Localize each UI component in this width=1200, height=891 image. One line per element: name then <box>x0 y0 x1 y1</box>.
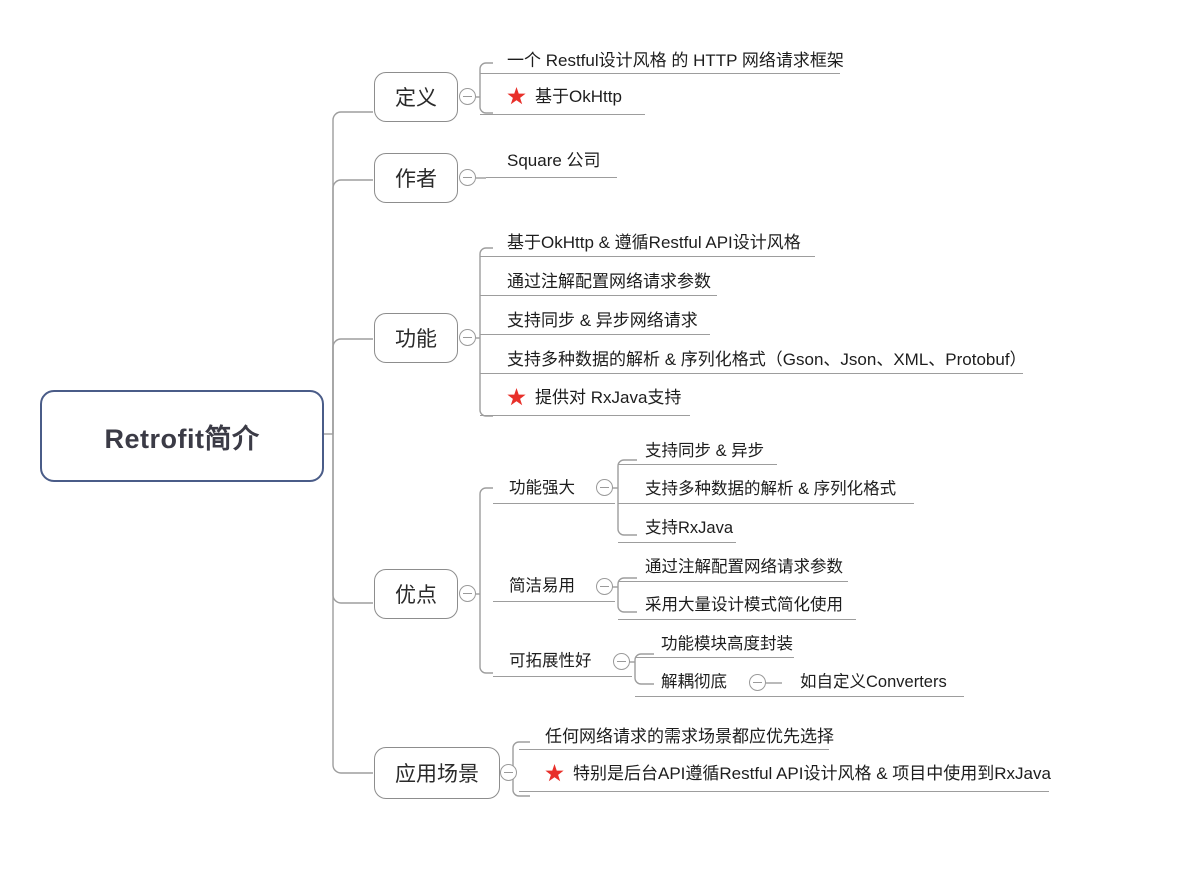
item-text: 功能模块高度封装 <box>661 635 793 653</box>
subnode-label[interactable]: 简洁易用 <box>509 578 575 595</box>
item-text: 特别是后台API遵循Restful API设计风格 & 项目中使用到RxJava <box>573 764 1051 783</box>
leaf-item[interactable]: 任何网络请求的需求场景都应优先选择 <box>545 728 834 745</box>
item-underline <box>635 696 830 698</box>
branch-node-definition[interactable]: 定义 <box>374 72 458 122</box>
item-text: 通过注解配置网络请求参数 <box>507 272 711 291</box>
branch-label: 作者 <box>395 168 437 191</box>
leaf-item[interactable]: 通过注解配置网络请求参数 <box>645 559 843 576</box>
item-underline <box>480 373 1023 375</box>
item-text: Square 公司 <box>507 151 601 170</box>
star-icon <box>545 764 564 782</box>
leaf-item[interactable]: 支持RxJava <box>645 520 733 537</box>
branch-node-author[interactable]: 作者 <box>374 153 458 203</box>
toggle-definition[interactable] <box>459 88 476 105</box>
item-text: 支持同步 & 异步网络请求 <box>507 311 698 330</box>
item-text: 基于OkHttp <box>535 87 622 106</box>
leaf-item[interactable]: 支持同步 & 异步网络请求 <box>507 312 698 329</box>
toggle-advantages[interactable] <box>459 585 476 602</box>
toggle-simple[interactable] <box>596 578 613 595</box>
subnode-underline <box>493 676 632 678</box>
item-underline <box>480 295 717 297</box>
leaf-item[interactable]: Square 公司 <box>507 152 601 169</box>
leaf-item[interactable]: 基于OkHttp <box>507 87 622 106</box>
item-underline <box>618 581 848 583</box>
leaf-item[interactable]: 功能模块高度封装 <box>661 636 793 653</box>
item-text: 基于OkHttp & 遵循Restful API设计风格 <box>507 233 801 252</box>
item-text: 支持RxJava <box>645 519 734 537</box>
subnode-underline <box>493 601 615 603</box>
item-text: 支持多种数据的解析 & 序列化格式（Gson、Json、XML、Protobuf… <box>507 350 1027 369</box>
leaf-item[interactable]: 支持同步 & 异步 <box>645 443 764 460</box>
toggle-usecase[interactable] <box>500 764 517 781</box>
subnode-text: 简洁易用 <box>509 577 575 595</box>
subnode-underline <box>493 503 615 505</box>
subnode-label[interactable]: 功能强大 <box>509 480 575 497</box>
item-underline <box>618 619 856 621</box>
star-icon <box>507 87 526 105</box>
toggle-decoupled[interactable] <box>749 674 766 691</box>
subnode-text: 可拓展性好 <box>509 652 592 670</box>
leaf-item[interactable]: 基于OkHttp & 遵循Restful API设计风格 <box>507 234 801 251</box>
branch-label: 定义 <box>395 87 437 110</box>
leaf-item[interactable]: 如自定义Converters <box>800 674 947 691</box>
item-underline <box>519 791 1049 793</box>
item-text: 任何网络请求的需求场景都应优先选择 <box>545 727 834 746</box>
item-underline <box>782 696 964 698</box>
leaf-item[interactable]: 解耦彻底 <box>661 674 727 691</box>
toggle-extensible[interactable] <box>613 653 630 670</box>
branch-label: 优点 <box>395 584 437 607</box>
toggle-powerful[interactable] <box>596 479 613 496</box>
subnode-text: 功能强大 <box>509 479 575 497</box>
item-underline <box>486 177 617 179</box>
item-underline <box>635 657 794 659</box>
item-text: 采用大量设计模式简化使用 <box>645 596 843 614</box>
item-underline <box>480 114 645 116</box>
item-underline <box>480 256 815 258</box>
branch-label: 功能 <box>395 328 437 351</box>
branch-label: 应用场景 <box>395 763 479 786</box>
branch-node-features[interactable]: 功能 <box>374 313 458 363</box>
leaf-item[interactable]: 提供对 RxJava支持 <box>507 388 681 407</box>
leaf-item[interactable]: 特别是后台API遵循Restful API设计风格 & 项目中使用到RxJava <box>545 764 1051 783</box>
item-text: 如自定义Converters <box>800 673 947 691</box>
item-underline <box>480 73 840 75</box>
star-icon <box>507 388 526 406</box>
root-node-label: Retrofit简介 <box>104 423 260 454</box>
leaf-item[interactable]: 支持多种数据的解析 & 序列化格式 <box>645 481 896 498</box>
item-underline <box>480 415 690 417</box>
item-text: 提供对 RxJava支持 <box>535 388 682 407</box>
subnode-label[interactable]: 可拓展性好 <box>509 653 592 670</box>
item-underline <box>480 334 710 336</box>
branch-node-usecase[interactable]: 应用场景 <box>374 747 500 799</box>
item-text: 支持同步 & 异步 <box>645 442 765 460</box>
item-text: 解耦彻底 <box>661 673 727 691</box>
item-text: 通过注解配置网络请求参数 <box>645 558 843 576</box>
item-underline <box>618 542 736 544</box>
item-underline <box>618 503 914 505</box>
toggle-author[interactable] <box>459 169 476 186</box>
item-text: 一个 Restful设计风格 的 HTTP 网络请求框架 <box>507 51 844 70</box>
leaf-item[interactable]: 采用大量设计模式简化使用 <box>645 597 843 614</box>
leaf-item[interactable]: 通过注解配置网络请求参数 <box>507 273 711 290</box>
root-node[interactable]: Retrofit简介 <box>40 390 324 482</box>
toggle-features[interactable] <box>459 329 476 346</box>
item-text: 支持多种数据的解析 & 序列化格式 <box>645 480 897 498</box>
item-underline <box>519 749 829 751</box>
leaf-item[interactable]: 一个 Restful设计风格 的 HTTP 网络请求框架 <box>507 52 844 69</box>
branch-node-advantages[interactable]: 优点 <box>374 569 458 619</box>
item-underline <box>618 464 777 466</box>
leaf-item[interactable]: 支持多种数据的解析 & 序列化格式（Gson、Json、XML、Protobuf… <box>507 351 1027 368</box>
